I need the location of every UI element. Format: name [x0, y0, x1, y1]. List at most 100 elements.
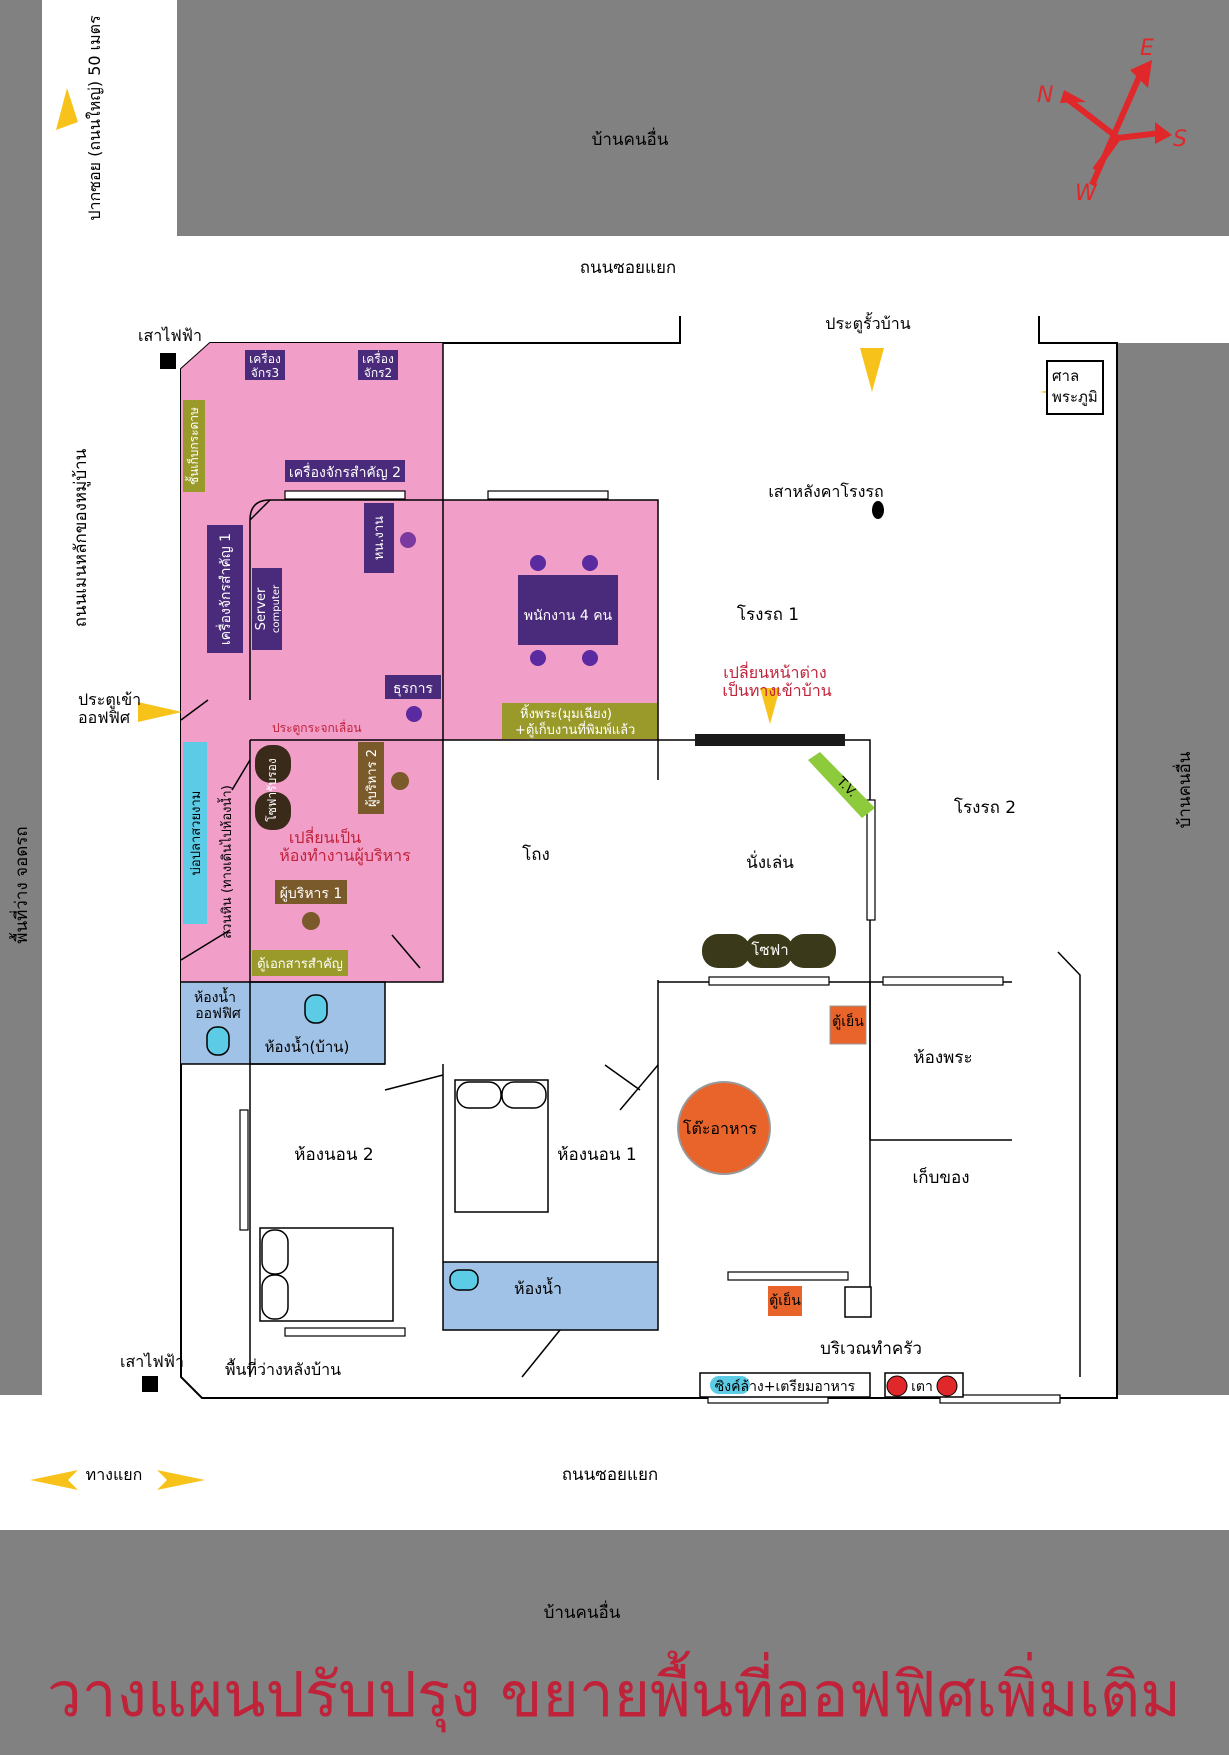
stove-burner-left	[886, 1375, 908, 1397]
lot-boundary	[180, 316, 1118, 1399]
garage1-label: โรงรถ 1	[737, 604, 799, 625]
neighbor-bottom-label: บ้านคนอื่น	[544, 1600, 621, 1623]
new-entrance-bar	[695, 734, 845, 746]
bathroom-area	[443, 1262, 658, 1330]
office-toilet	[206, 1026, 230, 1056]
home-bath-label: ห้องน้ำ(บ้าน)	[265, 1036, 350, 1056]
kitchen-label: บริเวณทำครัว	[820, 1339, 922, 1359]
machine3-block	[245, 350, 285, 380]
living-label: นั่งเล่น	[746, 850, 794, 873]
hall-label: โถง	[522, 844, 550, 865]
exec-note-line2: ห้องทำงานผู้บริหาร	[279, 846, 411, 866]
machine2-block	[358, 350, 398, 380]
altar-cabinet-block	[502, 703, 657, 739]
document-cabinet-label: ตู้เอกสารสำคัญ	[257, 957, 343, 972]
supervisor-desk	[364, 503, 394, 573]
altar-line1: หิ้งพระ(มุมเฉียง)	[520, 704, 612, 722]
office-entrance-line1: ประตูเข้า	[78, 690, 141, 710]
windows	[239, 490, 1061, 1404]
bed2	[259, 1227, 394, 1322]
fridge2	[768, 1286, 802, 1316]
fridge1	[829, 1005, 867, 1045]
exec2-desk	[358, 742, 384, 814]
neighbor-bottom-block	[0, 1530, 1229, 1755]
garage-pole-marker	[872, 501, 884, 519]
machine2-line1: เครื่อง	[362, 350, 394, 366]
key-machine1-block	[207, 525, 243, 653]
shrine-box	[1046, 360, 1104, 415]
page-title: วางแผนปรับปรุง ขยายพื้นที่ออฟฟิศเพิ่มเติ…	[47, 1650, 1181, 1732]
sliding-door-label: ประตูกระจกเลื่อน	[272, 719, 362, 736]
bedroom1-label: ห้องนอน 1	[557, 1145, 636, 1165]
key-machine2-label: เครื่องจักรสำคัญ 2	[289, 463, 401, 481]
compass-rose	[1060, 60, 1172, 187]
dining-table	[677, 1081, 771, 1175]
supervisor-label: หน.งาน	[372, 516, 387, 560]
server-line1: Server	[254, 587, 269, 630]
pole-top-label: เสาไฟฟ้า	[138, 326, 202, 345]
server-block	[252, 568, 282, 650]
compass-n-label: N	[1037, 83, 1053, 108]
paper-shelf-label: ชั้นเก็บกระดาษ	[185, 407, 201, 485]
window-note-line2: เป็นทางเข้าบ้าน	[722, 680, 831, 700]
reception-sofa	[255, 745, 291, 830]
bed1	[454, 1079, 549, 1213]
dining-table-label: โต๊ะอาหาร	[683, 1119, 758, 1138]
neighbor-top-block	[177, 0, 1229, 236]
exec2-label: ผู้บริหาร 2	[365, 749, 380, 807]
document-cabinet	[252, 950, 348, 976]
pole-bottom-label: เสาไฟฟ้า	[120, 1352, 184, 1371]
exec1-desk	[275, 880, 347, 904]
tv-unit	[808, 752, 875, 818]
office-bath-line2: ออฟฟิศ	[195, 1006, 241, 1022]
soi-entrance-label: ปากซอย (ถนนใหญ่) 50 เมตร	[85, 15, 104, 221]
road-top-label: ถนนซอยแยก	[580, 258, 676, 278]
rock-garden-label: สวนหิน (ทางเดินไปห้องน้ำ)	[217, 785, 235, 939]
fridge2-label: ตู้เย็น	[769, 1291, 801, 1309]
door-swings	[180, 699, 659, 1378]
exec2-chair	[391, 772, 409, 790]
paper-shelf-block	[183, 400, 205, 492]
fish-pond-label: บ่อปลาสวยงาม	[189, 791, 204, 876]
exec1-label: ผู้บริหาร 1	[280, 886, 343, 902]
pole-bottom-marker	[142, 1376, 158, 1392]
supervisor-chair	[400, 532, 416, 548]
storage-label: เก็บของ	[912, 1166, 969, 1188]
stove-label: เตา	[911, 1379, 933, 1395]
neighbor-right-label: บ้านคนอื่น	[1172, 751, 1195, 828]
shrine-label-line1: ศาล	[1052, 367, 1079, 385]
road-left-label: ถนนเมนหลักของหมู่บ้าน	[71, 448, 91, 627]
fridge1-label: ตู้เย็น	[832, 1012, 864, 1030]
shrine-label-line2: พระภูมิ	[1052, 388, 1098, 406]
key-machine2-block	[285, 460, 405, 482]
left-parking-area	[0, 0, 42, 1395]
compass-s-label: S	[1173, 127, 1187, 152]
key-machine1-label: เครื่องจักรสำคัญ 1	[216, 533, 234, 645]
reception-sofa-label: โซฟารับรอง	[265, 758, 279, 821]
exec1-chair	[302, 912, 320, 930]
exec-note-line1: เปลี่ยนเป็น	[289, 826, 361, 847]
sofa-label: โซฟา	[751, 941, 788, 959]
prayer-room-label: ห้องพระ	[913, 1048, 972, 1068]
garage2-label: โรงรถ 2	[954, 797, 1016, 818]
machine3-line1: เครื่อง	[249, 350, 281, 366]
fish-pond	[183, 742, 207, 924]
junction-label: ทางแยก	[86, 1465, 143, 1484]
interior-walls	[181, 343, 1081, 1377]
neighbor-right-block	[1117, 343, 1229, 1395]
staff-desk	[518, 575, 618, 645]
stove-burner-right	[936, 1375, 958, 1397]
parking-left-label: พื้นที่ว่าง จอดรถ	[9, 826, 32, 943]
bathroom-label: ห้องน้ำ	[514, 1277, 562, 1298]
bathroom-toilet	[449, 1269, 479, 1291]
backyard-label: พื้นที่ว่างหลังบ้าน	[225, 1358, 341, 1379]
staff-chairs	[530, 555, 598, 666]
machine2-line2: จักร2	[364, 366, 392, 380]
compass-w-label: W	[1075, 181, 1098, 206]
garage-pole-label: เสาหลังคาโรงรถ	[768, 482, 883, 501]
office-bath-line1: ห้องน้ำ	[194, 987, 236, 1006]
office-entrance-line2: ออฟฟิศ	[78, 708, 130, 727]
server-line2: computer	[271, 584, 282, 633]
compass-e-label: E	[1140, 36, 1154, 61]
